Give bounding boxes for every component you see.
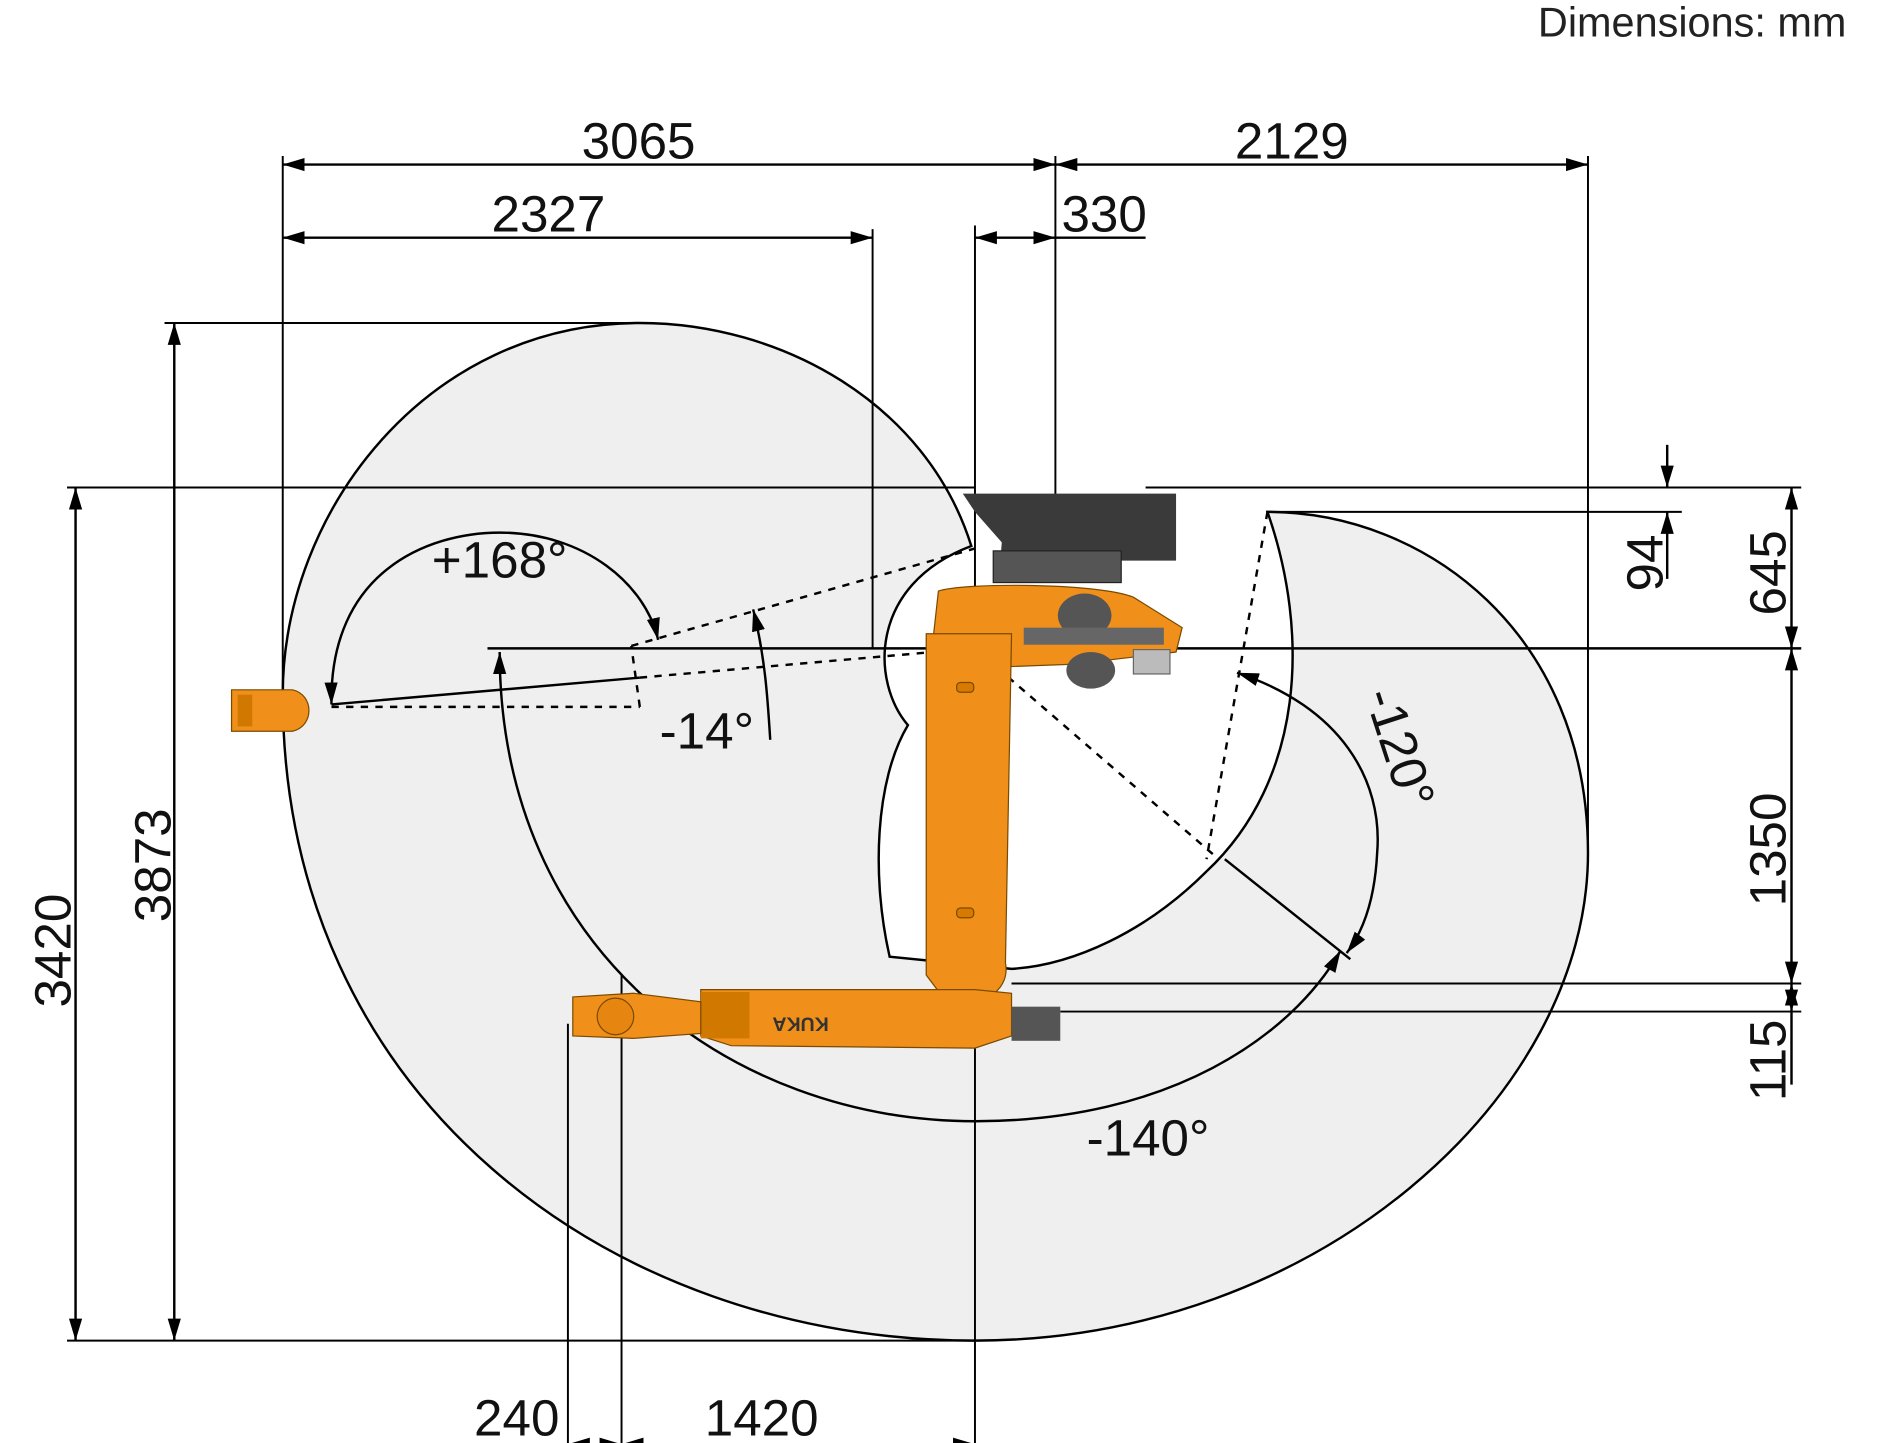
dim-94: 94 [1616,535,1673,592]
dim-3873: 3873 [125,808,182,922]
dim-330: 330 [1061,186,1146,243]
counterbalance-lower [1066,652,1116,689]
robot-illustration: KUKA [230,493,1183,1049]
dim-645: 645 [1739,530,1796,615]
angle-plus-168: +168° [432,532,568,589]
angle-minus-140: -140° [1087,1109,1210,1166]
dim-2129: 2129 [1235,112,1349,169]
dim-1350: 1350 [1739,793,1796,907]
dim-240: 240 [474,1390,559,1443]
dim-1420: 1420 [705,1390,819,1443]
counterbalance-upper [1057,593,1112,638]
dim-3420: 3420 [25,894,82,1008]
dim-2327: 2327 [491,186,605,243]
units-label: Dimensions: mm [1538,0,1846,46]
robot-brand-logo: KUKA [772,1013,828,1035]
dim-115: 115 [1739,1020,1796,1102]
extension-lines [67,156,1802,1443]
robot-wrist [572,992,702,1039]
angle-geometry [324,511,1379,1123]
dim-3065: 3065 [582,112,696,169]
robot-base-ring [992,550,1122,584]
angle-minus-14: -14° [660,702,754,759]
dimension-lines [68,157,1799,1443]
